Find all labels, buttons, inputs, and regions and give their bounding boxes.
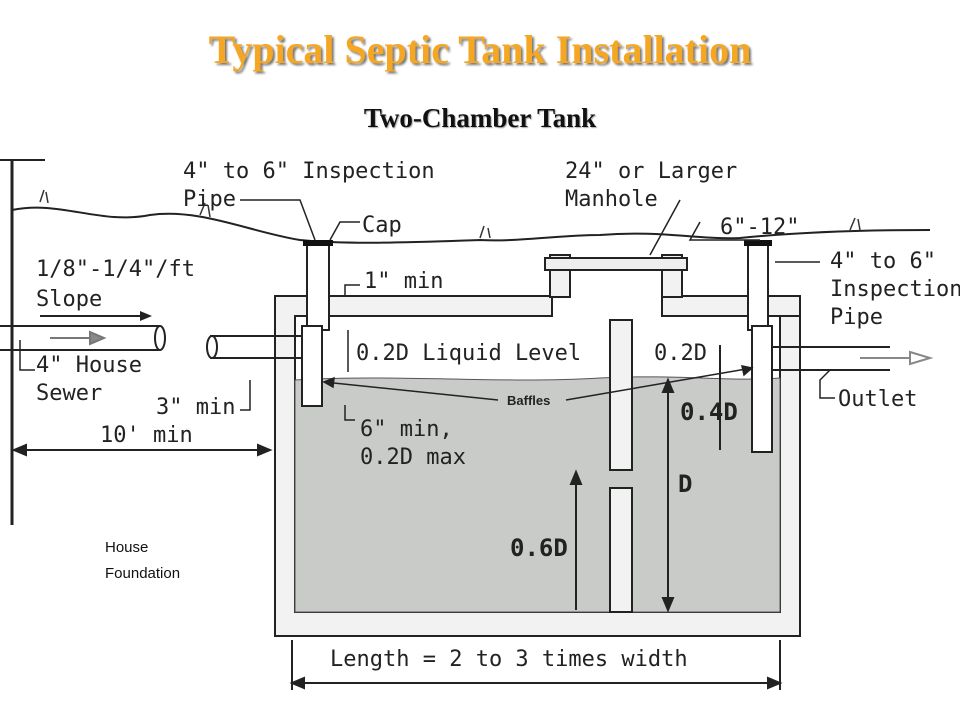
page-subtitle: Two-Chamber Tank [363,103,597,133]
inspection-pipe-right [744,240,772,331]
inspection-pipe-right-label-3: Pipe [830,305,883,330]
label-leaders [19,199,835,421]
inspection-pipe-right-label-2: Inspection [830,277,960,302]
slope-label-1: 1/8"-1/4"/ft [36,257,195,282]
outlet-baffle [751,325,773,453]
length-label: Length = 2 to 3 times width [330,647,688,672]
house-foundation-label-2: Foundation [105,565,180,582]
house-sewer-pipe [0,325,302,359]
clearance-label: 6"-12" [720,215,799,240]
one-inch-min-label: 1" min [364,269,443,294]
house-sewer-label-2: Sewer [36,381,102,406]
manhole-label-1: 24" or Larger [565,159,737,184]
depth-d-label: D [678,470,692,498]
inspection-pipe-left-label-2: Pipe [183,187,236,212]
ten-foot-min-label: 10' min [100,423,193,448]
slope-arrow [40,311,152,321]
house-foundation-wall [0,159,45,525]
outlet-label: Outlet [838,387,917,412]
inspection-pipe-left-label-1: 4" to 6" Inspection [183,159,435,184]
manhole-riser [544,254,688,298]
baffles-leaders [322,365,754,401]
ten-foot-dimension [11,443,273,457]
inspection-pipe-left [303,240,333,331]
house-sewer-label-1: 4" House [36,353,142,378]
length-dimension [289,640,783,690]
depth-04-label: 0.4D [680,398,738,426]
page-title: Typical Septic Tank Installation [208,27,752,72]
ground-line [11,206,931,244]
cap-label: Cap [362,213,402,238]
tank-lid-right [661,295,801,317]
grass-tufts [39,189,861,239]
manhole-label-2: Manhole [565,187,658,212]
outlet-pipe [772,346,934,371]
house-foundation-label-1: House [105,539,148,556]
three-inch-min-label: 3" min [156,395,235,420]
liquid-level-label: 0.2D Liquid Level [356,341,581,366]
inspection-pipe-right-label-1: 4" to 6" [830,249,936,274]
liquid-level-right-label: 0.2D [654,341,707,366]
depth-dimension [569,345,721,613]
slope-label-2: Slope [36,287,102,312]
baffles-label: Baffles [507,393,550,408]
inlet-baffle [301,325,323,407]
divider-wall [609,319,633,613]
baffle-depth-label-2: 0.2D max [360,445,466,470]
depth-06-label: 0.6D [510,534,568,562]
baffle-depth-label-1: 6" min, [360,417,453,442]
